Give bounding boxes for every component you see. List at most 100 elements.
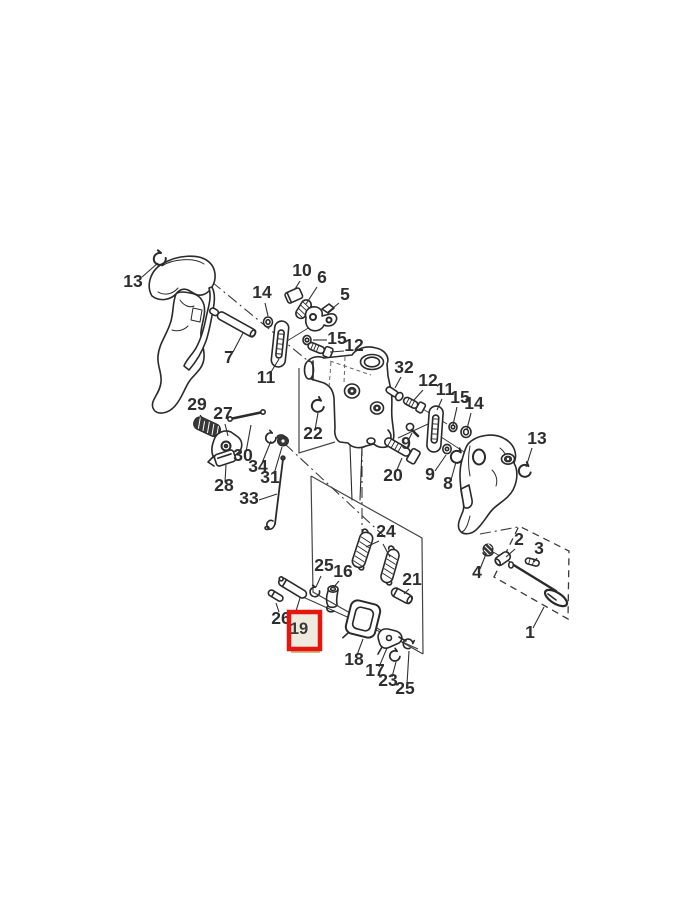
part-washer-14a [262, 316, 274, 328]
part-grommet-31 [276, 434, 289, 447]
part-rod-33 [264, 455, 286, 531]
leader-line [434, 454, 447, 472]
part-spring-24b [380, 545, 400, 586]
callout-label: 10 [292, 260, 312, 280]
leader-line [356, 638, 364, 656]
leader-line [294, 280, 301, 290]
part-clip-25b [400, 635, 418, 652]
leader-line [450, 461, 457, 481]
highlight-label: 19 [290, 620, 308, 638]
callout-label: 9 [401, 433, 411, 453]
leader-line [407, 432, 413, 442]
part-clip-13b [516, 460, 534, 479]
callout-label: 20 [383, 465, 403, 485]
leader-line [436, 398, 443, 411]
callout-label: 1 [525, 622, 535, 642]
callout-label: 18 [344, 649, 364, 669]
leader-line [275, 602, 280, 613]
callout-label: 25 [395, 678, 415, 698]
leader-line [232, 332, 244, 353]
leader-line [525, 447, 533, 468]
callout-label: 32 [394, 357, 414, 377]
callout-label: 12 [418, 370, 438, 390]
leader-line [270, 358, 280, 373]
part-collar-21 [390, 587, 414, 605]
leader-line [378, 647, 388, 668]
part-clip-22 [310, 395, 326, 414]
leader-line [258, 493, 278, 501]
part-grommet-plate-11a [270, 320, 290, 368]
callout-label: 12 [344, 335, 364, 355]
leader-line [532, 606, 545, 629]
callout-label: 5 [340, 284, 350, 304]
leader-line [533, 557, 538, 563]
leader-line [245, 424, 252, 453]
highlight-box[interactable] [286, 609, 323, 652]
part-pin-7 [208, 307, 257, 338]
part-pin-26 [267, 589, 284, 603]
highlight-group: 19 [286, 597, 323, 653]
part-clip-23 [388, 647, 401, 662]
leader-line [452, 406, 458, 426]
callout-label: 29 [187, 394, 207, 414]
callout-label: 23 [378, 670, 398, 690]
leader-line [305, 286, 318, 305]
callout-label: 31 [260, 467, 280, 487]
callout-label: 8 [443, 473, 453, 493]
callout-label: 34 [248, 456, 268, 476]
part-pin-3 [524, 557, 540, 567]
leader-line [329, 350, 345, 353]
callout-label: 15 [450, 387, 470, 407]
leader-line [403, 588, 410, 595]
callout-label: 17 [365, 660, 384, 680]
leader-line [394, 376, 402, 389]
callout-label: 4 [472, 562, 482, 582]
leader-line [365, 540, 380, 548]
leader-line [382, 543, 391, 558]
part-damper-28 [213, 449, 237, 467]
callout-label: 7 [224, 347, 234, 367]
leader-line [141, 262, 159, 278]
part-stirrup-18 [342, 599, 382, 639]
part-spring-6 [295, 299, 312, 320]
part-bolt-12b [402, 396, 427, 414]
callout-label: 13 [123, 271, 143, 291]
leader-line [391, 661, 397, 678]
part-bolt-32 [385, 386, 404, 402]
part-nut-4 [482, 543, 494, 557]
part-rod-30 [227, 408, 266, 422]
leader-line [327, 302, 340, 313]
callout-label: 3 [534, 538, 544, 558]
leader-line [315, 575, 322, 588]
leader-line [314, 412, 319, 431]
part-bolt-20 [383, 437, 421, 465]
callout-label: 11 [436, 379, 455, 399]
callout-label: 26 [271, 608, 291, 628]
callout-label: 28 [214, 475, 234, 495]
callout-label: 15 [327, 328, 347, 348]
callout-label: 14 [464, 393, 484, 413]
callout-label: 21 [402, 569, 422, 589]
callout-label: 13 [527, 428, 547, 448]
leader-line [395, 457, 403, 473]
part-rod-19 [277, 576, 308, 599]
callout-label: 14 [252, 282, 272, 302]
leader-line [479, 553, 487, 570]
part-tilt-rod-1 [507, 561, 569, 608]
callout-label: 2 [514, 529, 524, 549]
part-clamp-bracket-left [148, 255, 216, 414]
part-spring-24a [351, 528, 374, 571]
part-screw-9a [405, 422, 420, 438]
leader-line [264, 302, 269, 317]
leader-line [261, 440, 272, 464]
part-washer-15a [302, 334, 312, 346]
callout-label: 9 [425, 464, 435, 484]
callout-label: 30 [233, 445, 253, 465]
leader-line [295, 597, 301, 612]
part-grommet-plate-11b [426, 405, 444, 453]
leader-line [413, 389, 424, 401]
leader-line [224, 423, 229, 437]
part-washer-15b [448, 421, 458, 433]
part-slider-10 [284, 287, 304, 304]
